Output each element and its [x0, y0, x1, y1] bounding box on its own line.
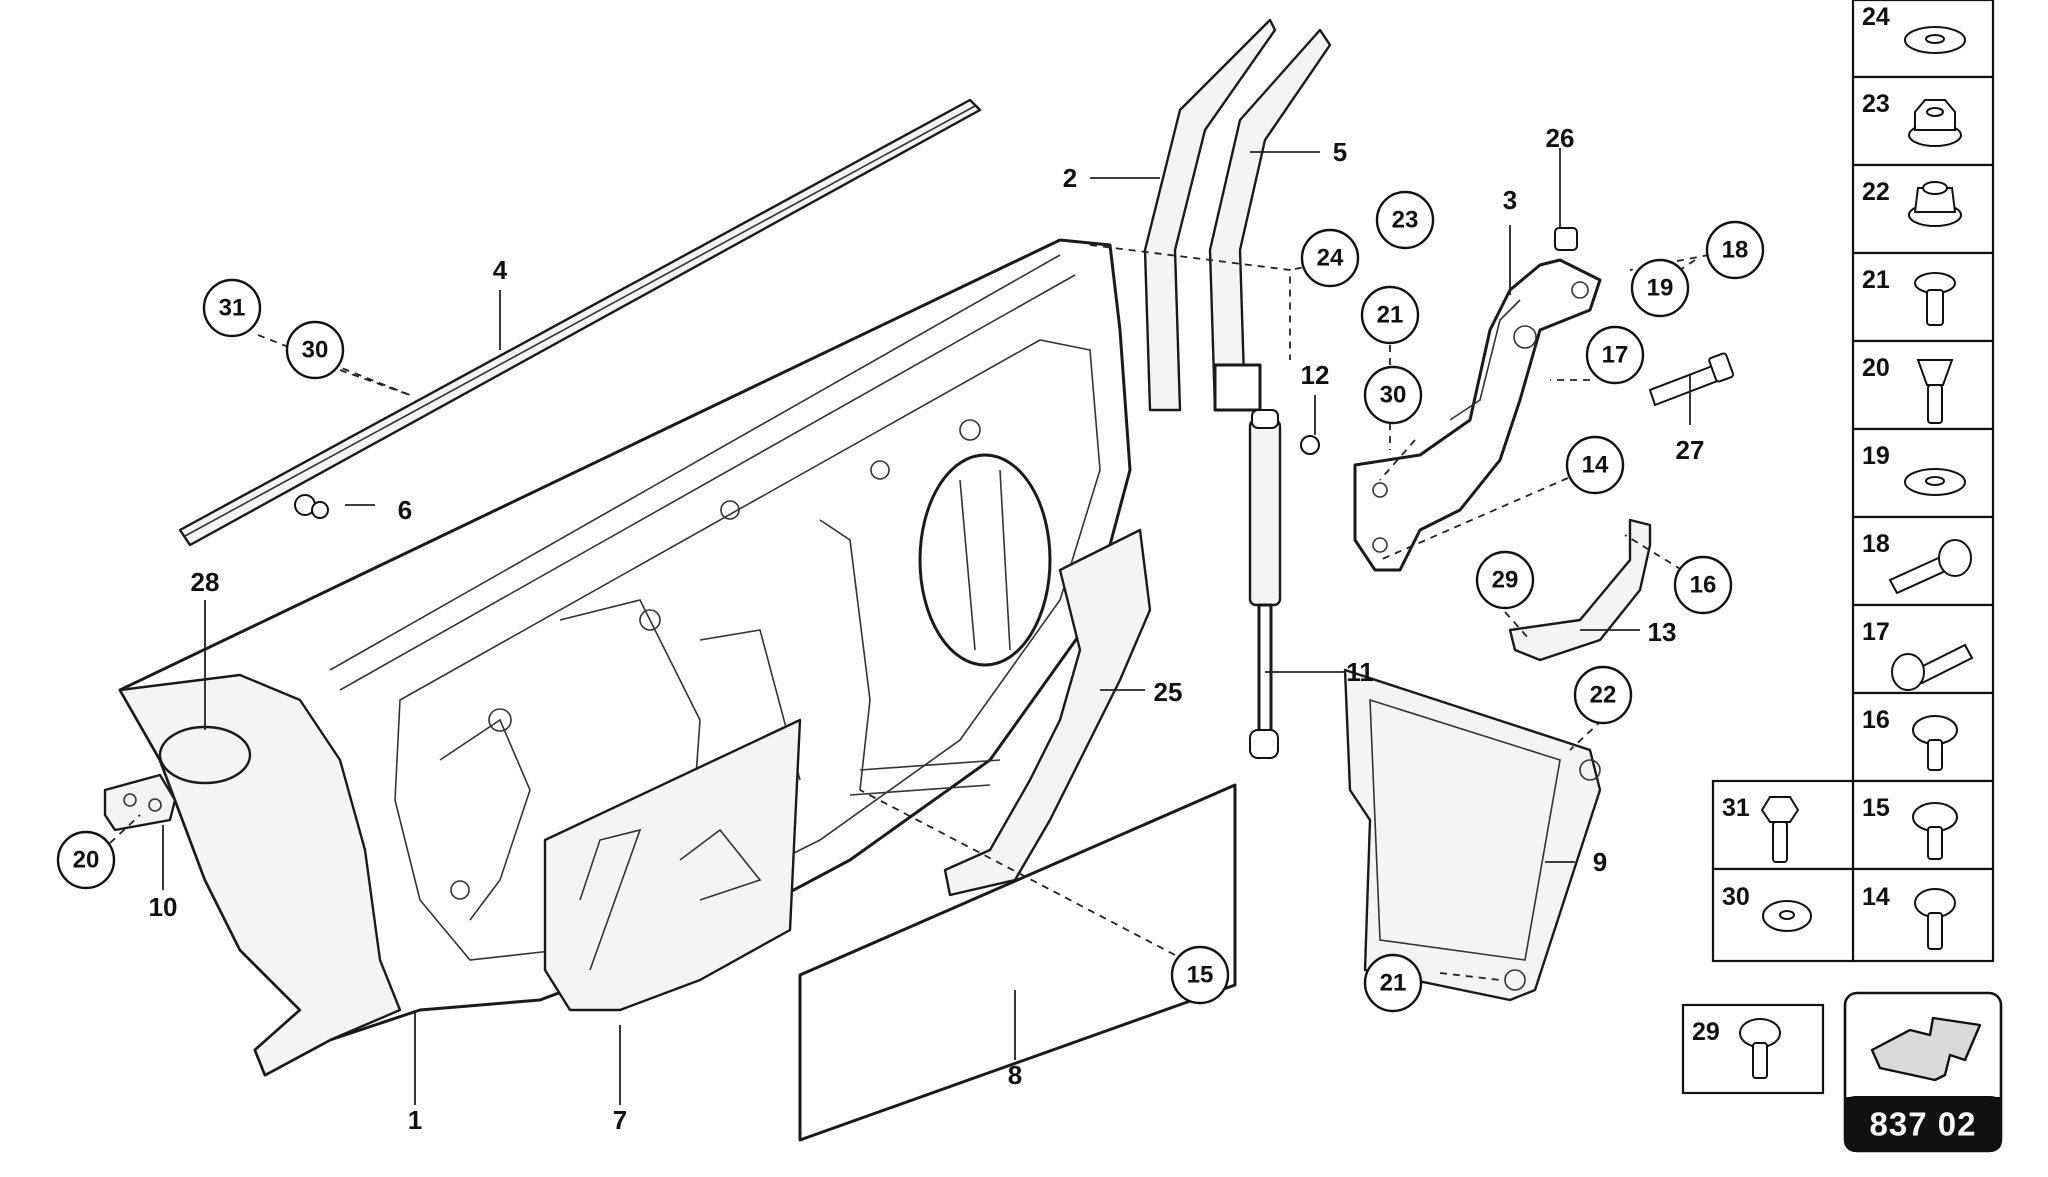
reference-badge: 837 02 [1843, 991, 2003, 1153]
hinge-bolt [1648, 352, 1735, 407]
part-label-7: 7 [613, 1105, 627, 1135]
direction-arrow-icon [1870, 1016, 1982, 1082]
door-bracket [943, 528, 1152, 897]
svg-text:21: 21 [1377, 302, 1404, 329]
legend-num-15: 15 [1862, 794, 1890, 822]
part-label-4: 4 [493, 255, 508, 285]
legend-num-31: 31 [1722, 794, 1750, 822]
hinge-cover [1508, 518, 1652, 662]
strut-pin [1300, 435, 1320, 455]
callout-18: 18 [1705, 220, 1765, 280]
part-label-1: 1 [408, 1105, 422, 1135]
callout-21-bottom: 21 [1363, 953, 1423, 1013]
svg-text:20: 20 [73, 847, 100, 874]
gas-strut [1248, 409, 1282, 759]
circled-callouts: 31 30 23 24 21 30 18 19 17 14 29 16 22 2… [56, 190, 1765, 1013]
part-label-25: 25 [1154, 677, 1183, 707]
svg-text:19: 19 [1647, 275, 1674, 302]
svg-text:21: 21 [1380, 970, 1407, 997]
callout-22: 22 [1573, 665, 1633, 725]
callout-17: 17 [1585, 325, 1645, 385]
legend-num-22: 22 [1862, 178, 1890, 206]
callout-29: 29 [1475, 550, 1535, 610]
part-label-11: 11 [1346, 657, 1374, 687]
legend-num-21: 21 [1862, 266, 1890, 294]
door-hinge [1353, 258, 1602, 572]
legend-num-24: 24 [1862, 3, 1890, 31]
part-label-27: 27 [1676, 435, 1705, 465]
svg-text:24: 24 [1317, 245, 1344, 272]
legend-num-14: 14 [1862, 883, 1890, 911]
callout-31: 31 [202, 278, 262, 338]
svg-text:14: 14 [1582, 452, 1609, 479]
inner-trim-panel [543, 718, 802, 1012]
callout-23: 23 [1375, 190, 1435, 250]
legend-num-18: 18 [1862, 530, 1890, 558]
callout-14: 14 [1565, 435, 1625, 495]
part-label-8: 8 [1008, 1060, 1022, 1090]
callout-30: 30 [285, 320, 345, 380]
cover-plate [158, 725, 252, 785]
part-label-6: 6 [398, 495, 412, 525]
callout-24: 24 [1300, 228, 1360, 288]
callout-15: 15 [1170, 945, 1230, 1005]
part-label-5: 5 [1333, 137, 1347, 167]
svg-text:15: 15 [1187, 962, 1214, 989]
callout-21-top: 21 [1360, 285, 1420, 345]
part-label-3: 3 [1503, 185, 1517, 215]
svg-text:23: 23 [1392, 207, 1419, 234]
hardware-legend: 24 23 22 21 20 19 18 17 16 15 14 31 30 2… [1681, 0, 1995, 1095]
door-latch [103, 773, 177, 832]
legend-num-23: 23 [1862, 90, 1890, 118]
legend-num-19: 19 [1862, 442, 1890, 470]
seal-clip [294, 494, 329, 519]
svg-text:18: 18 [1722, 237, 1749, 264]
reference-number: 837 02 [1870, 1106, 1977, 1143]
speaker-housing [1343, 668, 1602, 1002]
hinge-bush [1554, 227, 1578, 251]
svg-text:22: 22 [1590, 682, 1617, 709]
part-label-10: 10 [149, 892, 178, 922]
callout-30-hinge: 30 [1363, 365, 1423, 425]
part-label-26: 26 [1546, 123, 1575, 153]
svg-text:31: 31 [219, 295, 246, 322]
part-label-12: 12 [1301, 360, 1330, 390]
legend-num-16: 16 [1862, 706, 1890, 734]
frame-seal-front [1143, 18, 1277, 412]
svg-text:30: 30 [302, 337, 329, 364]
part-label-13: 13 [1648, 617, 1677, 647]
svg-text:29: 29 [1492, 567, 1519, 594]
callout-20: 20 [56, 830, 116, 890]
callout-16: 16 [1673, 555, 1733, 615]
part-label-9: 9 [1593, 847, 1607, 877]
legend-num-17: 17 [1862, 618, 1890, 646]
legend-num-30: 30 [1722, 883, 1750, 911]
svg-text:16: 16 [1690, 572, 1717, 599]
svg-text:17: 17 [1602, 342, 1629, 369]
part-label-28: 28 [191, 567, 220, 597]
legend-num-29: 29 [1692, 1018, 1720, 1046]
callout-19: 19 [1630, 258, 1690, 318]
sound-insulation-sheet [798, 783, 1237, 1142]
part-number-labels: 1 2 3 4 5 6 7 8 9 10 11 12 13 25 27 26 2… [149, 123, 1705, 1135]
svg-text:30: 30 [1380, 382, 1407, 409]
legend-num-20: 20 [1862, 354, 1890, 382]
part-label-2: 2 [1063, 163, 1077, 193]
